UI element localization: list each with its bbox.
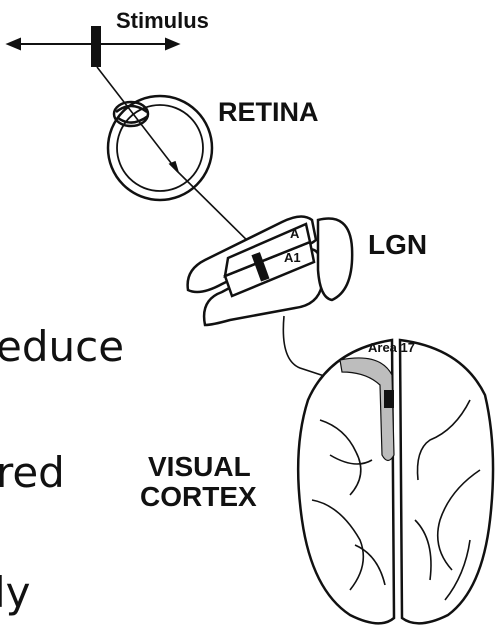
slide-text-line-1: educe: [0, 326, 124, 368]
slide-text-line-2: red: [0, 452, 65, 494]
visual-cortex-label-line1: VISUAL: [148, 451, 251, 482]
lgn-label: LGN: [368, 229, 427, 260]
area17-label: Area 17: [368, 340, 415, 355]
lgn-illustration: [188, 216, 353, 325]
slide-text-line-3: ly: [0, 572, 31, 614]
lgn-layer-a1-label: A1: [284, 250, 301, 265]
visual-cortex-label-line2: CORTEX: [140, 481, 257, 512]
brain-illustration: [298, 340, 493, 623]
retina-label: RETINA: [218, 97, 319, 127]
cortex-projection-marker: [384, 390, 394, 408]
lgn-layer-a-label: A: [290, 226, 300, 241]
stimulus-bar: [91, 26, 101, 67]
stimulus-label: Stimulus: [116, 8, 209, 33]
optic-pathway-line: [97, 67, 262, 255]
